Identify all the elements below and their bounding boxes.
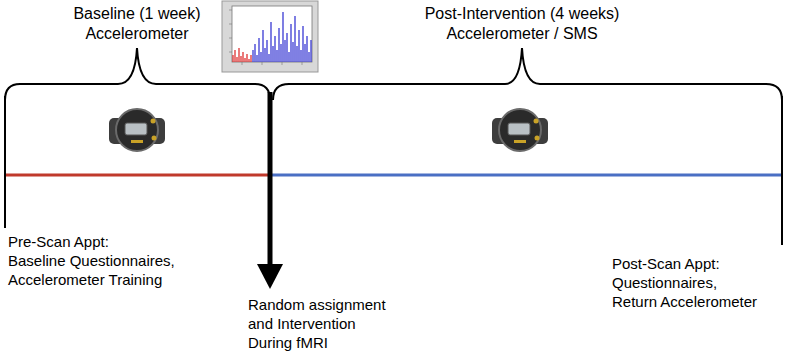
end-tick bbox=[781, 96, 783, 245]
intervention-note: Random assignment and Intervention Durin… bbox=[248, 295, 393, 352]
appointment-heading: Post-Scan Appt: bbox=[612, 254, 782, 273]
intervention-line bbox=[268, 92, 273, 268]
period-heading: Baseline (1 week) bbox=[73, 4, 200, 23]
appointment-tasks: Baseline Questionnaires, Accelerometer T… bbox=[8, 251, 188, 289]
activity-chart bbox=[222, 1, 318, 72]
appointment-tasks: Questionnaires, Return Accelerometer bbox=[612, 273, 762, 311]
post-intervention-brace bbox=[273, 48, 782, 100]
period-device: Accelerometer / SMS bbox=[446, 24, 597, 43]
baseline-line bbox=[5, 174, 270, 177]
period-heading: Post-Intervention (4 weeks) bbox=[425, 4, 620, 23]
intervention-arrowhead bbox=[257, 264, 283, 289]
appointment-heading: Pre-Scan Appt: bbox=[8, 232, 208, 251]
period-device: Accelerometer bbox=[85, 24, 188, 43]
accelerometer-watch bbox=[492, 109, 548, 151]
accelerometer-watch bbox=[109, 109, 165, 151]
post-line bbox=[270, 174, 782, 177]
start-tick bbox=[4, 96, 6, 228]
